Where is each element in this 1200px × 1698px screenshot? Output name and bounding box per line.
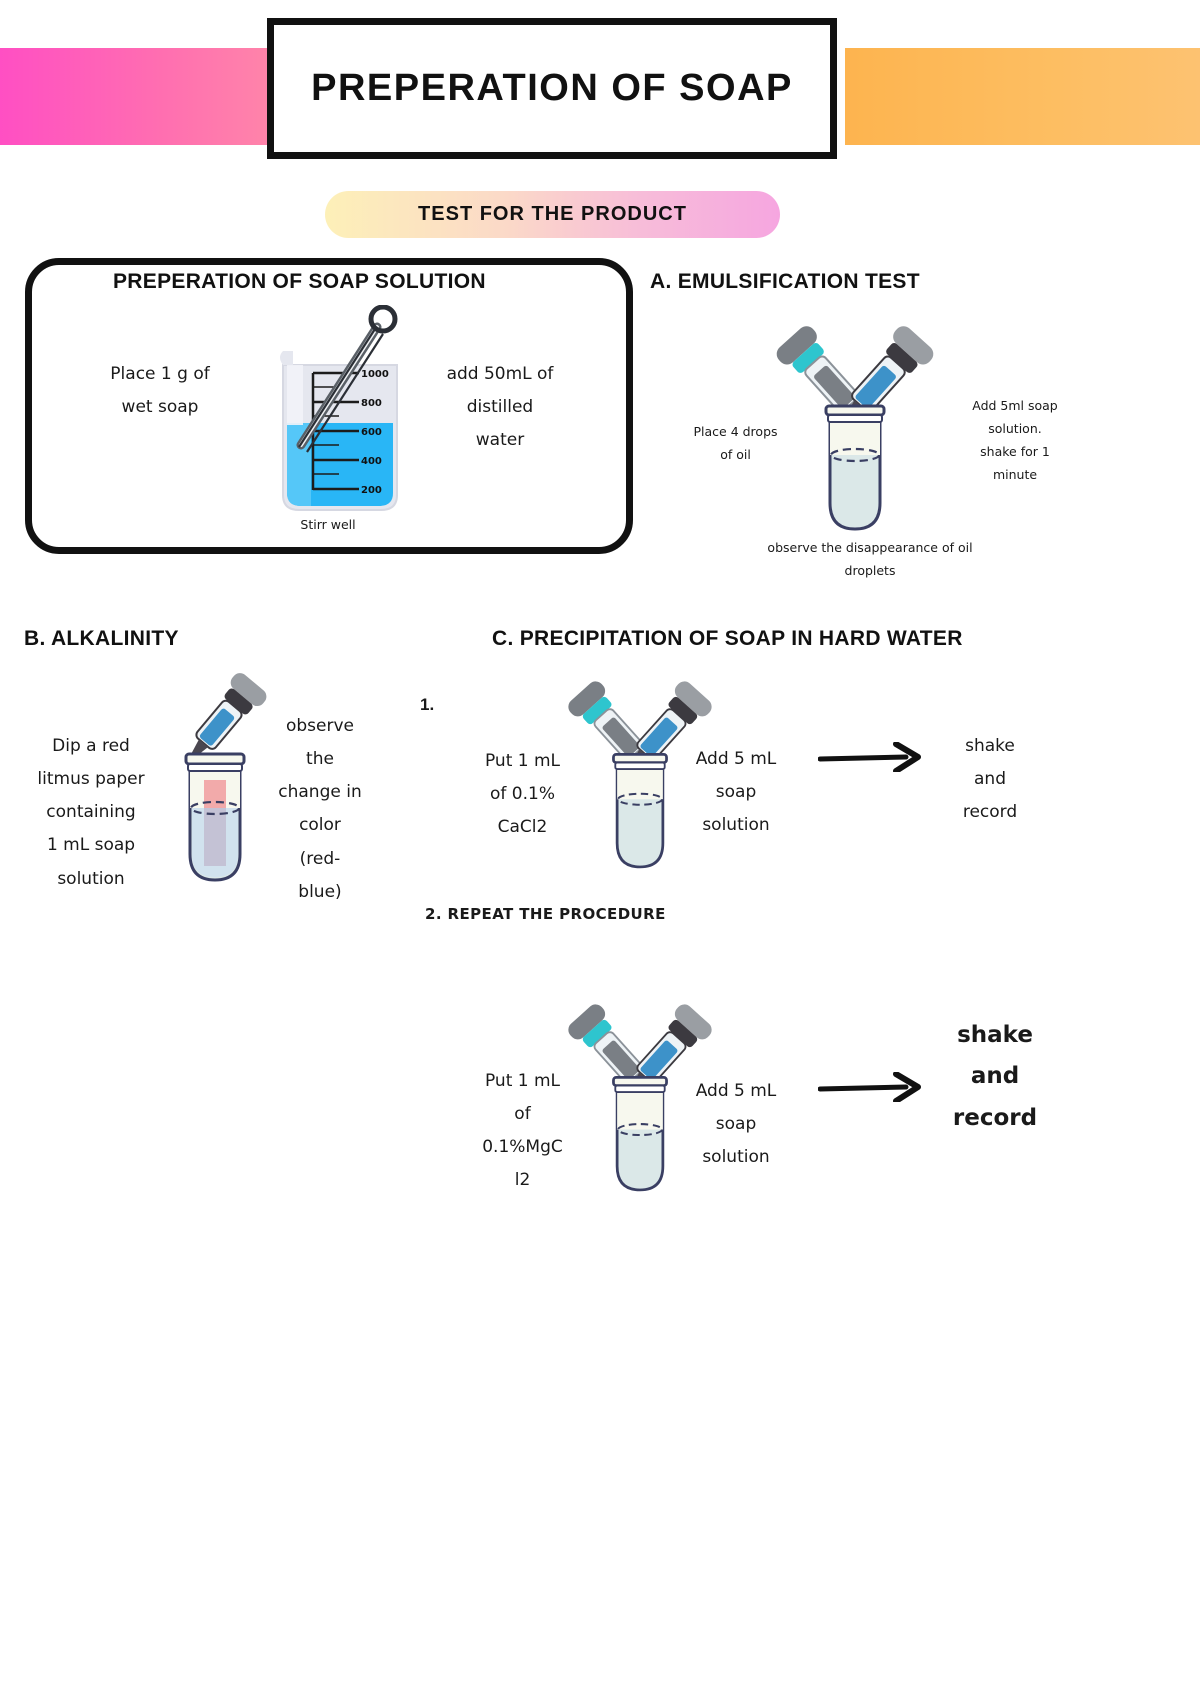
alkalinity-right-note: observe the change in color (red- blue) [278, 716, 362, 902]
page-title: PREPERATION OF SOAP [311, 67, 793, 109]
subtitle-label: TEST FOR THE PRODUCT [418, 203, 687, 225]
precipitation-step1-number: 1. [420, 695, 435, 714]
svg-text:200: 200 [361, 485, 382, 496]
precipitation-step1-left-note: Put 1 mL of 0.1% CaCl2 [484, 751, 561, 838]
alkalinity-heading: B. ALKALINITY [24, 627, 179, 650]
emulsification-left-note: Place 4 drops of oil [693, 424, 778, 463]
precipitation-step2-left-note: Put 1 mL of 0.1%MgC l2 [482, 1071, 563, 1191]
litmus-test-tube-illustration [184, 673, 267, 882]
soap-solution-left-note: Place 1 g of wet soap [110, 364, 210, 418]
precipitation-step1-result-note: shake and record [962, 736, 1018, 823]
svg-text:1000: 1000 [361, 369, 389, 380]
precipitation-step2-mid-note: Add 5 mL soap solution [695, 1081, 777, 1168]
alkalinity-left-note: Dip a red litmus paper containing 1 mL s… [37, 736, 145, 889]
svg-text:600: 600 [361, 427, 382, 438]
header-banner-left-stripe [0, 48, 300, 145]
svg-text:400: 400 [361, 456, 382, 467]
soap-solution-heading: PREPERATION OF SOAP SOLUTION [113, 270, 486, 293]
precipitation-step2-label: 2. REPEAT THE PROCEDURE [425, 905, 666, 923]
test-tube-two-droppers-illustration [776, 326, 934, 531]
subtitle-pill: TEST FOR THE PRODUCT [325, 191, 780, 238]
emulsification-heading: A. EMULSIFICATION TEST [650, 270, 920, 293]
test-tube-two-droppers-illustration-step2 [568, 1004, 712, 1192]
arrow-right-icon-step1 [818, 742, 921, 772]
precipitation-step1-mid-note: Add 5 mL soap solution [695, 749, 777, 836]
beaker-illustration: 1000 800 600 400 200 [280, 305, 398, 511]
precipitation-step2-result-note: shake and record [952, 1022, 1038, 1131]
arrow-right-icon-step2 [818, 1072, 921, 1102]
test-tube-two-droppers-illustration-step1 [568, 681, 712, 869]
emulsification-bottom-note: observe the disappearance of oil droplet… [767, 540, 973, 579]
precipitation-heading: C. PRECIPITATION OF SOAP IN HARD WATER [492, 627, 963, 650]
soap-solution-right-note: add 50mL of distilled water [446, 364, 554, 451]
emulsification-right-note: Add 5ml soap solution. shake for 1 minut… [972, 398, 1058, 483]
page-title-box: PREPERATION OF SOAP [267, 18, 837, 159]
svg-text:800: 800 [361, 398, 382, 409]
soap-solution-bottom-note: Stirr well [300, 517, 356, 532]
header-banner-right-stripe [845, 48, 1200, 145]
